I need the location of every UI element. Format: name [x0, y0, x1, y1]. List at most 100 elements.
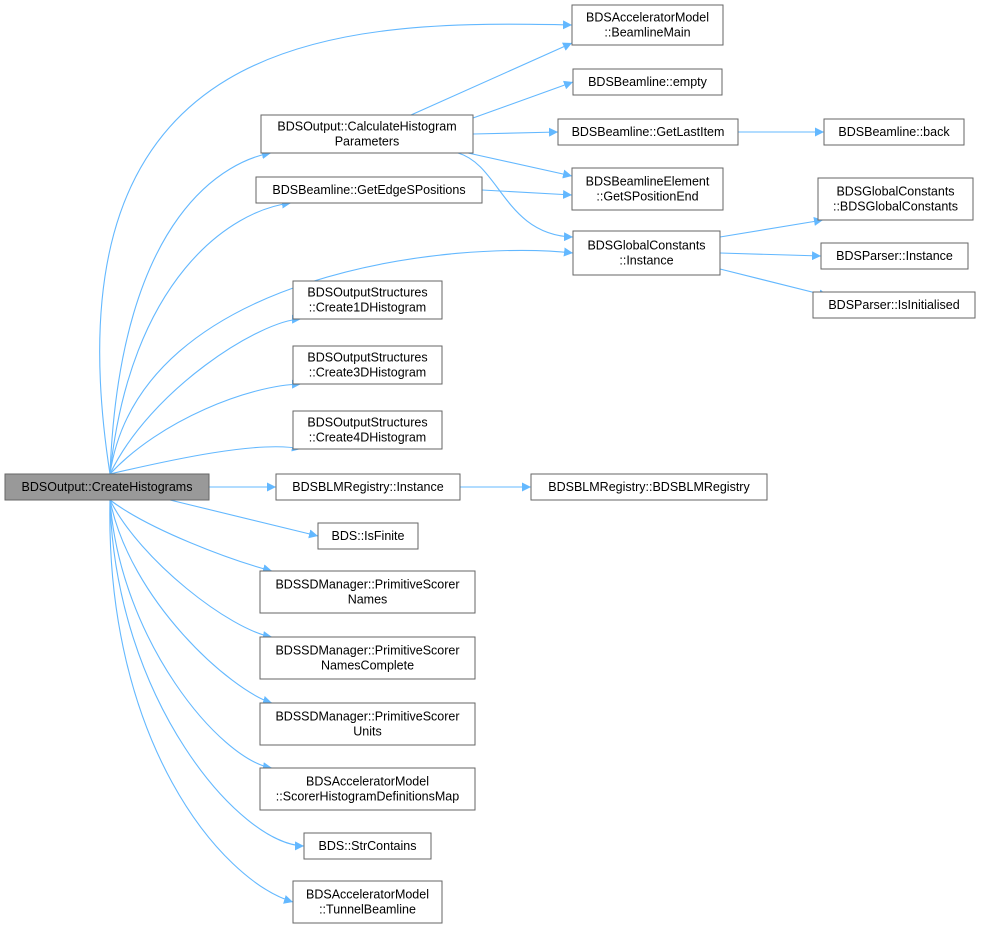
node-box: [557, 118, 739, 146]
node-label: BDSParser::Instance: [836, 249, 953, 263]
edge-root-to-psNames: [109, 499, 273, 574]
node-lastItem[interactable]: BDSBeamline::GetLastItem: [557, 118, 739, 146]
node-label: BDSBLMRegistry::BDSBLMRegistry: [548, 480, 750, 494]
node-box: [4, 473, 210, 501]
node-label: Names: [348, 593, 388, 607]
edge-gcInst-to-parserInit: [719, 268, 829, 299]
node-box: [255, 176, 483, 204]
edge-root-to-edgeS: [109, 199, 292, 475]
node-root[interactable]: BDSOutput::CreateHistograms: [4, 473, 210, 501]
node-label: BDSBeamline::empty: [588, 75, 708, 89]
node-blmInst[interactable]: BDSBLMRegistry::Instance: [275, 473, 461, 501]
node-box: [823, 118, 965, 146]
node-isFinite[interactable]: BDS::IsFinite: [317, 522, 419, 550]
node-label: BDSBeamline::GetEdgeSPositions: [272, 183, 465, 197]
node-c3d[interactable]: BDSOutputStructures::Create3DHistogram: [292, 345, 443, 385]
edge-gcInst-to-gcCtor: [719, 217, 824, 238]
node-edgeS[interactable]: BDSBeamline::GetEdgeSPositions: [255, 176, 483, 204]
node-label: ::BDSGlobalConstants: [833, 200, 958, 214]
node-gcInst[interactable]: BDSGlobalConstants::Instance: [572, 230, 721, 276]
node-box: [259, 702, 476, 746]
node-label: ::TunnelBeamline: [319, 903, 416, 917]
node-box: [259, 636, 476, 680]
node-box: [530, 473, 768, 501]
node-box: [317, 522, 419, 550]
node-label: BDSOutputStructures: [307, 416, 427, 430]
node-label: NamesComplete: [321, 659, 414, 673]
node-label: BDSBeamlineElement: [586, 175, 710, 189]
node-c4d[interactable]: BDSOutputStructures::Create4DHistogram: [292, 410, 443, 450]
node-label: BDSOutput::CreateHistograms: [22, 480, 193, 494]
node-box: [571, 167, 724, 211]
node-beamMain[interactable]: BDSAcceleratorModel::BeamlineMain: [571, 4, 724, 46]
edge-root-to-scorerMap: [109, 499, 273, 772]
edge-gcInst-to-parserInst: [719, 251, 822, 261]
node-label: ::BeamlineMain: [604, 26, 690, 40]
node-label: ::GetSPositionEnd: [596, 190, 698, 204]
node-parserInst[interactable]: BDSParser::Instance: [820, 242, 969, 270]
node-label: BDSAcceleratorModel: [306, 775, 429, 789]
node-label: Units: [353, 725, 381, 739]
node-empty[interactable]: BDSBeamline::empty: [572, 68, 723, 96]
node-sPosEnd[interactable]: BDSBeamlineElement::GetSPositionEnd: [571, 167, 724, 211]
node-box: [259, 570, 476, 614]
node-label: BDSParser::IsInitialised: [828, 298, 959, 312]
edge-root-to-c1d: [109, 314, 302, 475]
node-label: BDSSDManager::PrimitiveScorer: [275, 710, 459, 724]
node-label: BDSBLMRegistry::Instance: [292, 480, 443, 494]
edge-calcHist-to-beamMain: [410, 42, 573, 116]
node-psNamesC[interactable]: BDSSDManager::PrimitiveScorerNamesComple…: [259, 636, 476, 680]
node-box: [292, 410, 443, 450]
edge-root-to-tunnel: [109, 499, 294, 904]
node-box: [812, 291, 976, 319]
edge-calcHist-to-empty: [472, 80, 574, 119]
node-label: ::Create1DHistogram: [309, 301, 426, 315]
node-label: BDSSDManager::PrimitiveScorer: [275, 578, 459, 592]
node-blmReg[interactable]: BDSBLMRegistry::BDSBLMRegistry: [530, 473, 768, 501]
node-box: [303, 832, 432, 860]
node-label: BDSOutputStructures: [307, 286, 427, 300]
edge-root-to-c3d: [109, 379, 302, 475]
node-box: [572, 230, 721, 276]
node-label: Parameters: [335, 135, 400, 149]
node-c1d[interactable]: BDSOutputStructures::Create1DHistogram: [292, 280, 443, 320]
edges-layer: [99, 20, 829, 904]
node-label: BDSBeamline::GetLastItem: [572, 125, 725, 139]
edge-calcHist-to-gcInst: [457, 152, 574, 242]
edge-calcHist-to-lastItem: [472, 127, 559, 137]
edge-calcHist-to-sPosEnd: [467, 152, 573, 179]
node-box: [820, 242, 969, 270]
node-box: [817, 177, 974, 221]
node-label: BDSSDManager::PrimitiveScorer: [275, 644, 459, 658]
node-label: BDS::IsFinite: [332, 529, 405, 543]
edge-root-to-beamMain: [99, 20, 573, 475]
node-label: BDSOutput::CalculateHistogram: [277, 120, 456, 134]
node-parserInit[interactable]: BDSParser::IsInitialised: [812, 291, 976, 319]
node-box: [275, 473, 461, 501]
nodes-layer: BDSOutput::CreateHistograms BDSOutput::Ca…: [4, 4, 976, 924]
node-gcCtor[interactable]: BDSGlobalConstants::BDSGlobalConstants: [817, 177, 974, 221]
edge-root-to-calcHist: [109, 150, 272, 475]
edge-root-to-isFinite: [169, 499, 319, 539]
edge-root-to-psNamesC: [109, 499, 273, 640]
node-label: BDS::StrContains: [319, 839, 417, 853]
node-tunnel[interactable]: BDSAcceleratorModel::TunnelBeamline: [292, 880, 443, 924]
node-box: [572, 68, 723, 96]
node-box: [292, 280, 443, 320]
edge-edgeS-to-sPosEnd: [481, 189, 573, 199]
node-label: ::ScorerHistogramDefinitionsMap: [276, 790, 459, 804]
node-box: [571, 4, 724, 46]
node-label: BDSGlobalConstants: [836, 185, 954, 199]
node-box: [292, 880, 443, 924]
node-back[interactable]: BDSBeamline::back: [823, 118, 965, 146]
node-label: BDSBeamline::back: [838, 125, 950, 139]
node-box: [292, 345, 443, 385]
node-strContains[interactable]: BDS::StrContains: [303, 832, 432, 860]
node-label: BDSAcceleratorModel: [306, 888, 429, 902]
node-box: [260, 114, 474, 154]
node-scorerMap[interactable]: BDSAcceleratorModel::ScorerHistogramDefi…: [259, 767, 476, 811]
